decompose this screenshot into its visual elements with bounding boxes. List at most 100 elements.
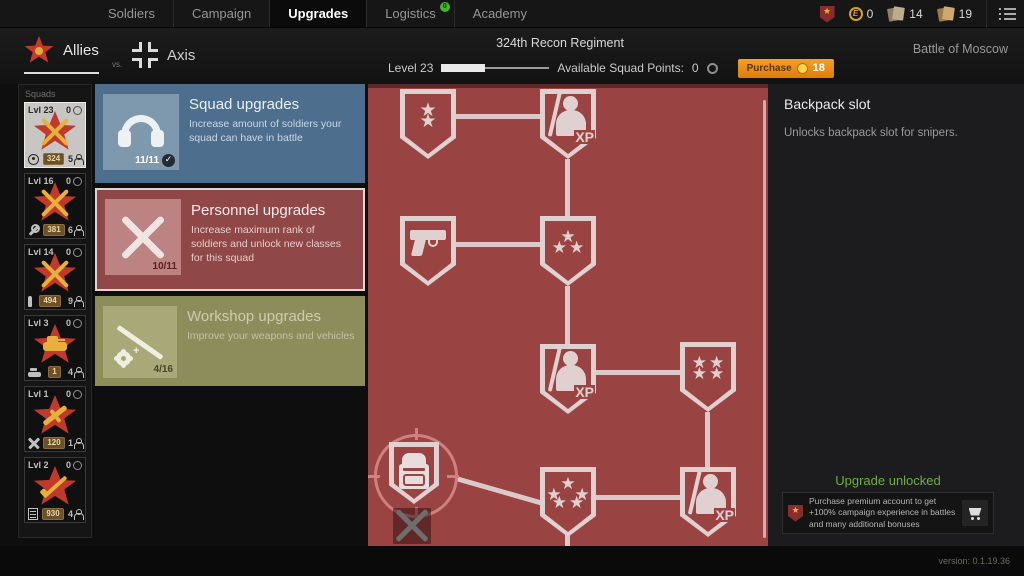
squad-emblem-plane: [28, 395, 82, 434]
squad-score-badge: 1: [48, 366, 61, 378]
upgrade-status: Upgrade unlocked: [835, 473, 941, 488]
upgrade-card-squad[interactable]: 11/11 Squad upgrades Increase amount of …: [95, 84, 365, 183]
nav-tab-soldiers[interactable]: Soldiers: [90, 0, 173, 27]
backpack-flap: [402, 453, 426, 466]
bullet-icon: [28, 295, 32, 307]
tree-connector: [596, 495, 680, 500]
tree-node-rank-4-stars[interactable]: ★★★★: [680, 342, 736, 412]
headphones-icon: 11/11: [103, 94, 179, 170]
squad-score-badge: 494: [39, 295, 61, 307]
nav-tab-upgrades[interactable]: Upgrades: [269, 0, 367, 27]
star-row: ★: [560, 229, 575, 246]
vs-label: vs.: [112, 60, 123, 69]
shield-content: ★★★★: [680, 342, 736, 396]
person-icon: [74, 438, 84, 449]
squad-emblem-tank: [28, 324, 82, 363]
menu-button[interactable]: [986, 0, 1016, 28]
tree-node-rank-5-stars[interactable]: ★★★★★: [540, 467, 596, 537]
list-icon: [28, 508, 38, 520]
gold-coin-icon: [796, 62, 808, 74]
coin-icon: [73, 247, 82, 257]
upgrade-card-text: Personnel upgrades Increase maximum rank…: [191, 202, 353, 289]
upgrade-card-text: Squad upgrades Increase amount of soldie…: [189, 96, 355, 183]
currency-cards[interactable]: 19: [937, 7, 972, 22]
currency-value: 0: [866, 7, 874, 21]
squad-card-header: Lvl 1 0: [28, 389, 82, 399]
squad-points-label: Available Squad Points:: [557, 61, 684, 75]
detail-description: Unlocks backpack slot for snipers.: [784, 127, 958, 139]
tab-axis[interactable]: Axis: [132, 42, 195, 68]
purchase-button[interactable]: Purchase 18: [737, 58, 834, 78]
upgrade-card-text: Workshop upgrades Improve your weapons a…: [187, 308, 355, 386]
tank-icon: [28, 367, 41, 377]
tree-connector: [596, 370, 680, 375]
tree-node-rank-2-stars[interactable]: ★★: [400, 89, 456, 159]
tree-node-soldier-xp[interactable]: XP: [540, 344, 596, 414]
star-row: ★: [560, 476, 575, 493]
currency-value: 14: [909, 7, 923, 21]
squad-level: Lvl 16: [28, 176, 54, 186]
star-icon: ★: [569, 238, 585, 258]
soldier-xp-icon: XP: [686, 468, 735, 522]
shield-content: XP: [540, 344, 596, 400]
xp-label: XP: [574, 384, 595, 400]
axis-label: Axis: [167, 46, 196, 64]
soldier-head: [563, 96, 578, 111]
coin-icon: [73, 389, 82, 399]
tree-node-locked[interactable]: [393, 508, 431, 544]
squad-level: Lvl 1: [28, 389, 49, 399]
coin-icon: [73, 318, 82, 328]
tree-node-soldier-xp[interactable]: XP: [540, 89, 596, 159]
orders-icon: [887, 7, 905, 22]
squad-level: Lvl 14: [28, 247, 54, 257]
squad-level: Lvl 23: [28, 105, 54, 115]
nav-tab-academy[interactable]: Academy: [453, 0, 545, 27]
xp-label: XP: [714, 507, 735, 523]
tree-scrollbar[interactable]: [763, 100, 766, 538]
shield-content: XP: [540, 89, 596, 144]
upgrade-progress: 11/11: [135, 154, 175, 167]
nav-label: Upgrades: [288, 6, 349, 21]
star-icon: ★: [546, 485, 562, 505]
premium-banner[interactable]: Purchase premium account to get +100% ca…: [782, 492, 994, 534]
tree-connector: [456, 242, 540, 247]
campaign-name: Battle of Moscow: [912, 42, 1008, 56]
tree-node-pistol[interactable]: [400, 216, 456, 286]
star-row: ★★: [552, 238, 585, 258]
coin-icon: [73, 105, 82, 115]
upgrade-card-title: Personnel upgrades: [191, 202, 326, 219]
currency-orders[interactable]: 14: [887, 7, 922, 22]
purchase-label: Purchase: [746, 62, 792, 74]
upgrade-card-workshop[interactable]: 4/16 Workshop upgrades Improve your weap…: [95, 296, 365, 386]
squad-coins: 0: [66, 389, 82, 399]
tree-connector: [456, 114, 540, 119]
tree-node-rank-3-stars[interactable]: ★★★: [540, 216, 596, 286]
squad-score-badge: 120: [43, 437, 65, 449]
person-icon: [74, 367, 84, 378]
nav-tab-campaign[interactable]: Campaign: [172, 0, 269, 27]
cart-button[interactable]: [962, 500, 988, 526]
shield-content: XP: [680, 467, 736, 522]
star-icon: ★: [574, 485, 590, 505]
premium-text: Purchase premium account to get +100% ca…: [809, 496, 956, 529]
tree-node-backpack-selected[interactable]: [389, 442, 439, 504]
tab-allies[interactable]: Allies: [24, 36, 99, 74]
backpack-slit: [403, 468, 425, 471]
upgrade-card-personnel[interactable]: 10/11 Personnel upgrades Increase maximu…: [95, 188, 365, 291]
tree-node-soldier-xp[interactable]: XP: [680, 467, 736, 537]
shield-content: ★★: [400, 89, 456, 143]
upgrade-progress: 4/16: [153, 364, 173, 375]
